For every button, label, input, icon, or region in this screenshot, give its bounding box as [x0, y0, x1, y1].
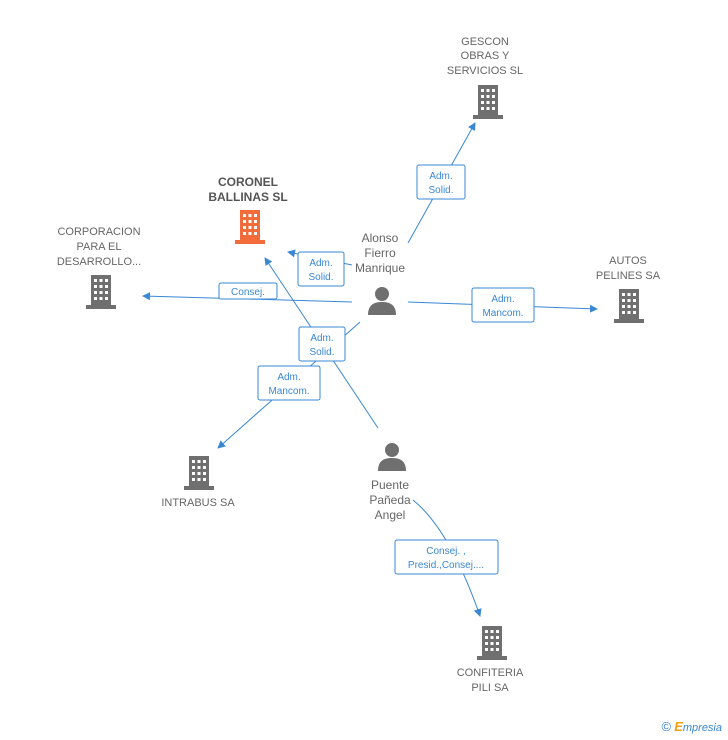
empresia-logo-initial: E — [674, 719, 683, 734]
person-node-puente[interactable]: Puente Pañeda Angel — [369, 443, 411, 522]
svg-text:Solid.: Solid. — [428, 185, 453, 196]
empresia-logo-text: mpresia — [682, 722, 722, 734]
svg-text:SERVICIOS SL: SERVICIOS SL — [447, 65, 523, 77]
company-node-confiteria[interactable]: CONFITERIA PILI SA — [457, 626, 524, 694]
edge-label-alonso-gescon[interactable]: Adm. Solid. — [416, 164, 466, 200]
svg-text:GESCON: GESCON — [461, 36, 509, 48]
svg-text:Angel: Angel — [375, 508, 406, 522]
svg-text:Pañeda: Pañeda — [369, 493, 411, 507]
edge-label-puente-confiteria[interactable]: Consej. , Presid.,Consej.... — [394, 539, 499, 575]
edge-label-alonso-coronel[interactable]: Adm. Solid. — [297, 251, 345, 287]
svg-text:CORPORACION: CORPORACION — [57, 226, 140, 238]
edge-label-alonso-intrabus[interactable]: Adm. Mancom. — [257, 365, 321, 401]
svg-text:DESARROLLO...: DESARROLLO... — [57, 256, 141, 268]
svg-text:CORONEL: CORONEL — [218, 175, 278, 189]
svg-text:Adm.: Adm. — [277, 372, 300, 383]
person-node-alonso[interactable]: Alonso Fierro Manrique — [355, 231, 405, 315]
company-node-intrabus[interactable]: INTRABUS SA — [161, 456, 235, 509]
empresia-copyright: © Empresia — [662, 719, 722, 734]
building-icon — [477, 626, 507, 660]
building-icon-focus — [235, 210, 265, 244]
svg-text:Solid.: Solid. — [309, 347, 334, 358]
svg-text:AUTOS: AUTOS — [609, 255, 647, 267]
company-node-coronel[interactable]: CORONEL BALLINAS SL — [208, 175, 288, 244]
svg-text:PELINES SA: PELINES SA — [596, 270, 661, 282]
building-icon — [184, 456, 214, 490]
person-icon — [368, 287, 396, 315]
svg-text:Adm.: Adm. — [310, 333, 333, 344]
building-icon — [614, 289, 644, 323]
person-icon — [378, 443, 406, 471]
svg-text:OBRAS Y: OBRAS Y — [461, 50, 510, 62]
svg-text:Adm.: Adm. — [309, 258, 332, 269]
company-node-gescon[interactable]: GESCON OBRAS Y SERVICIOS SL — [447, 36, 523, 119]
svg-text:Mancom.: Mancom. — [482, 308, 523, 319]
edge-label-puente-coronel[interactable]: Adm. Solid. — [298, 326, 346, 362]
svg-text:PARA EL: PARA EL — [76, 241, 121, 253]
svg-text:Manrique: Manrique — [355, 261, 405, 275]
svg-text:Solid.: Solid. — [308, 272, 333, 283]
svg-text:Adm.: Adm. — [429, 171, 452, 182]
svg-text:BALLINAS SL: BALLINAS SL — [208, 190, 287, 204]
svg-text:Adm.: Adm. — [491, 294, 514, 305]
building-icon — [473, 85, 503, 119]
svg-text:Consej.: Consej. — [231, 287, 265, 298]
svg-text:Alonso: Alonso — [362, 231, 399, 245]
svg-text:Fierro: Fierro — [364, 246, 396, 260]
svg-text:Mancom.: Mancom. — [268, 386, 309, 397]
edge-label-alonso-autos[interactable]: Adm. Mancom. — [471, 287, 535, 323]
svg-text:PILI SA: PILI SA — [471, 682, 509, 694]
company-node-corporacion[interactable]: CORPORACION PARA EL DESARROLLO... — [57, 226, 141, 309]
svg-text:Presid.,Consej....: Presid.,Consej.... — [408, 560, 484, 571]
svg-text:INTRABUS SA: INTRABUS SA — [161, 497, 235, 509]
svg-text:Consej. ,: Consej. , — [426, 546, 465, 557]
svg-text:CONFITERIA: CONFITERIA — [457, 667, 524, 679]
company-node-autos[interactable]: AUTOS PELINES SA — [596, 255, 661, 323]
copyright-symbol: © — [661, 719, 672, 734]
svg-text:Puente: Puente — [371, 478, 409, 492]
building-icon — [86, 275, 116, 309]
edge-label-alonso-corporacion[interactable]: Consej. — [218, 282, 278, 300]
